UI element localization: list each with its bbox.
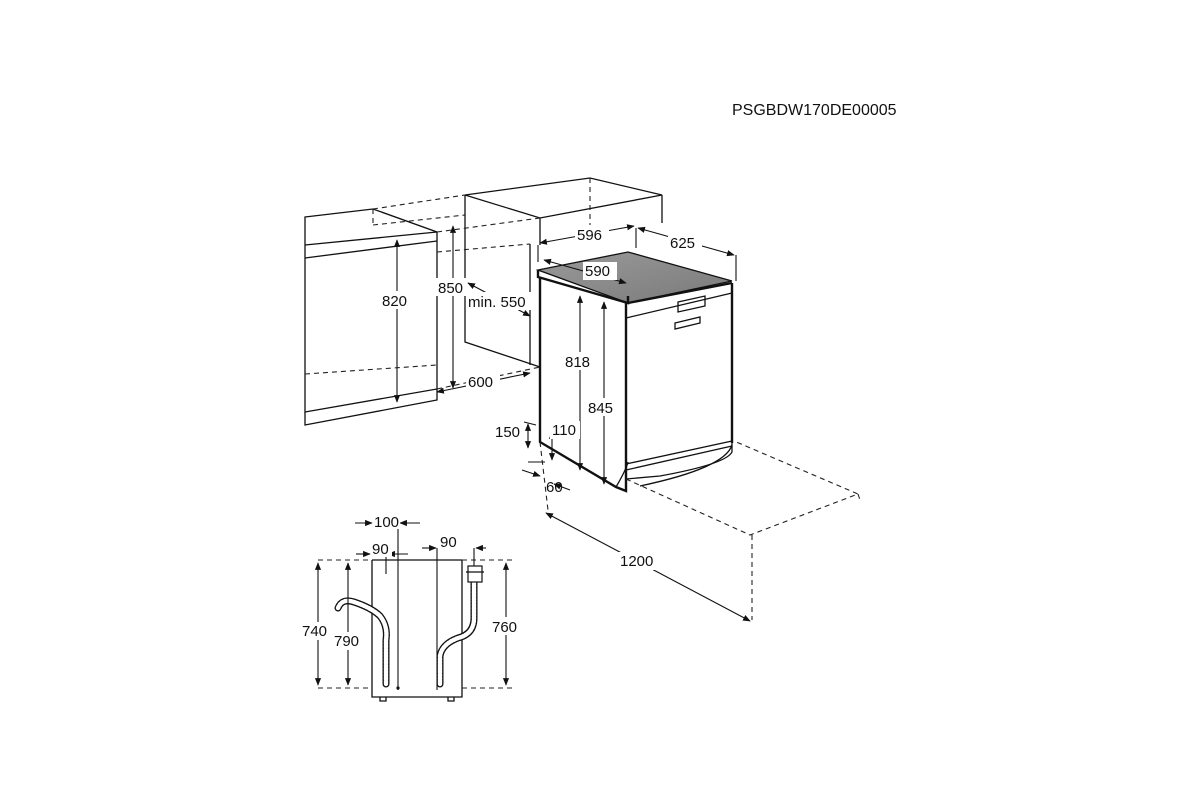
label-100: 100 bbox=[374, 514, 399, 531]
dishwasher-body bbox=[535, 251, 734, 493]
dim-width-worktop: 590 bbox=[543, 258, 627, 285]
dim-door-open: 1200 bbox=[545, 512, 751, 622]
label-820: 820 bbox=[382, 293, 407, 310]
dim-height-845: 845 bbox=[586, 301, 622, 485]
label-760: 760 bbox=[492, 619, 517, 636]
label-740: 740 bbox=[302, 623, 327, 640]
label-90-left: 90 bbox=[372, 541, 389, 558]
label-625: 625 bbox=[670, 235, 695, 252]
label-110: 110 bbox=[552, 422, 576, 439]
label-596: 596 bbox=[577, 227, 602, 244]
door-swing-outline bbox=[539, 440, 861, 620]
label-60: 60 bbox=[546, 479, 563, 496]
left-cabinet bbox=[304, 194, 466, 426]
dim-niche-width: 600 bbox=[436, 371, 531, 394]
dim-niche-850: 850 bbox=[436, 225, 472, 389]
label-590: 590 bbox=[585, 263, 610, 280]
label-1200: 1200 bbox=[620, 553, 653, 570]
label-min-550: min. 550 bbox=[468, 294, 526, 311]
label-150: 150 bbox=[495, 424, 520, 441]
label-845: 845 bbox=[588, 400, 613, 417]
label-600: 600 bbox=[468, 374, 493, 391]
dim-plinth: 150 110 bbox=[495, 421, 580, 463]
dim-niche-depth: min. 550 bbox=[466, 282, 532, 317]
label-850: 850 bbox=[438, 280, 463, 297]
label-90-right: 90 bbox=[440, 534, 457, 551]
dim-width-top: 596 bbox=[537, 224, 637, 262]
dim-plinth-depth: 60 bbox=[521, 469, 571, 496]
dim-niche-820: 820 bbox=[380, 239, 416, 403]
dim-depth-top: 625 bbox=[637, 226, 737, 281]
connection-diagram: 100 90 90 740 790 760 bbox=[300, 513, 522, 702]
dim-height-818: 818 bbox=[563, 295, 599, 471]
document-code: PSGBDW170DE00005 bbox=[732, 102, 897, 119]
label-818: 818 bbox=[565, 354, 590, 371]
label-790: 790 bbox=[334, 633, 359, 650]
